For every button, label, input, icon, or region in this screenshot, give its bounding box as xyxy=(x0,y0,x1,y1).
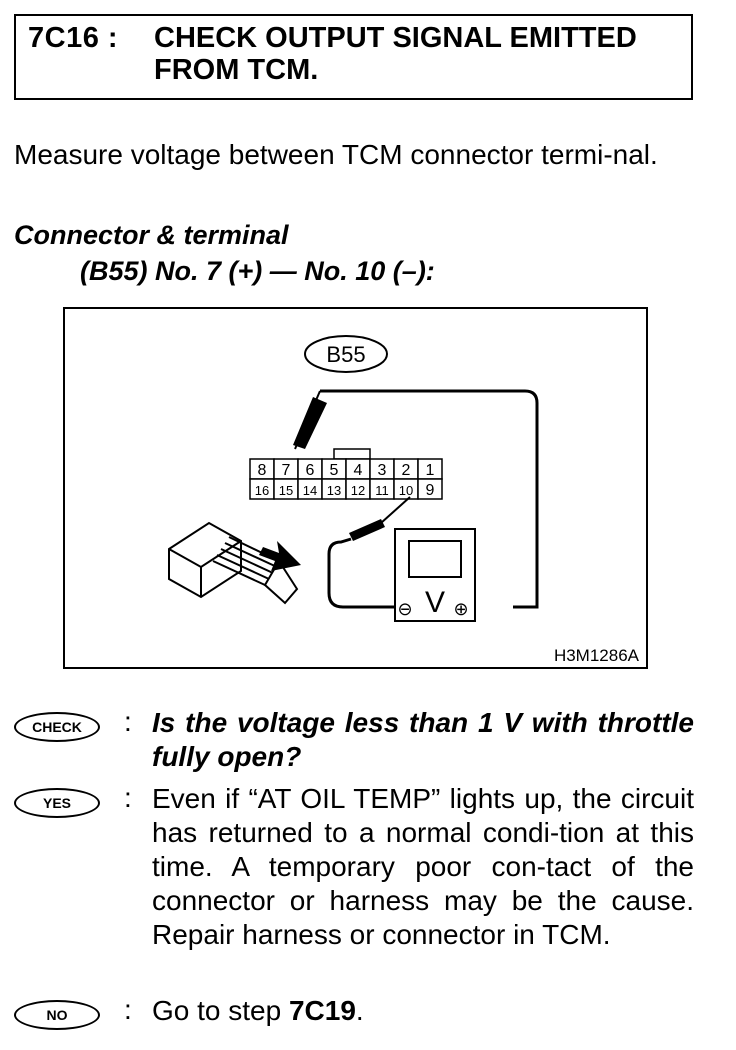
connector-label: B55 xyxy=(326,342,365,367)
pin-label: 11 xyxy=(375,483,389,498)
voltmeter-display xyxy=(408,540,462,578)
no-prefix: Go to step xyxy=(152,995,289,1026)
pin-label: 7 xyxy=(282,462,291,479)
pin-label: 12 xyxy=(351,483,365,498)
instruction-text: Measure voltage between TCM connector te… xyxy=(14,139,658,170)
pin-label: 16 xyxy=(255,483,269,498)
no-colon: : xyxy=(124,994,132,1025)
pin-label: 2 xyxy=(402,462,411,479)
step-title: CHECK OUTPUT SIGNAL EMITTED FROM TCM. xyxy=(154,22,637,86)
connector-terminal-heading: Connector & terminal xyxy=(14,220,289,250)
pin-label: 6 xyxy=(306,462,315,479)
pin-label: 8 xyxy=(258,462,267,479)
pin-label: 5 xyxy=(330,462,339,479)
positive-lead-wire xyxy=(320,389,539,609)
check-colon: : xyxy=(124,706,132,737)
connector-key-tab xyxy=(333,448,371,460)
yes-badge: YES xyxy=(14,788,100,818)
plus-terminal-icon: ⊕ xyxy=(453,599,468,620)
minus-terminal-icon: ⊖ xyxy=(397,599,412,620)
check-question: Is the voltage less than 1 V with thrott… xyxy=(152,707,694,772)
figure-id: H3M1286A xyxy=(554,646,640,665)
probe-pin10-icon xyxy=(349,519,385,541)
pin-label: 4 xyxy=(354,462,363,479)
yes-answer: Even if “AT OIL TEMP” lights up, the cir… xyxy=(152,783,694,950)
probe-pin7-icon xyxy=(293,397,327,449)
check-badge: CHECK xyxy=(14,712,100,742)
negative-lead-wire xyxy=(327,537,403,609)
pin-label: 9 xyxy=(426,482,435,499)
connector-terminal-spec: (B55) No. 7 (+) — No. 10 (–): xyxy=(80,256,435,286)
no-answer: Go to step 7C19. xyxy=(152,994,694,1028)
pin-label: 1 xyxy=(426,462,435,479)
step-code: 7C16 : xyxy=(28,22,119,54)
no-badge: NO xyxy=(14,1000,100,1030)
probe-pin10-line xyxy=(380,496,411,524)
connector-label-oval xyxy=(304,335,388,373)
pin-label: 15 xyxy=(279,483,293,498)
step-header-box: 7C16 : CHECK OUTPUT SIGNAL EMITTED FROM … xyxy=(14,14,693,100)
insert-arrow-icon xyxy=(259,541,301,571)
voltmeter-symbol: V xyxy=(425,586,445,619)
harness-connector-icon xyxy=(168,521,299,605)
pin-label: 13 xyxy=(327,483,341,498)
pin-label: 14 xyxy=(303,483,317,498)
pin-label: 3 xyxy=(378,462,387,479)
pin-label: 10 xyxy=(399,483,413,498)
yes-colon: : xyxy=(124,782,132,813)
no-suffix: . xyxy=(355,995,364,1026)
no-step-ref: 7C19 xyxy=(288,995,356,1026)
pin-cell xyxy=(417,478,443,500)
